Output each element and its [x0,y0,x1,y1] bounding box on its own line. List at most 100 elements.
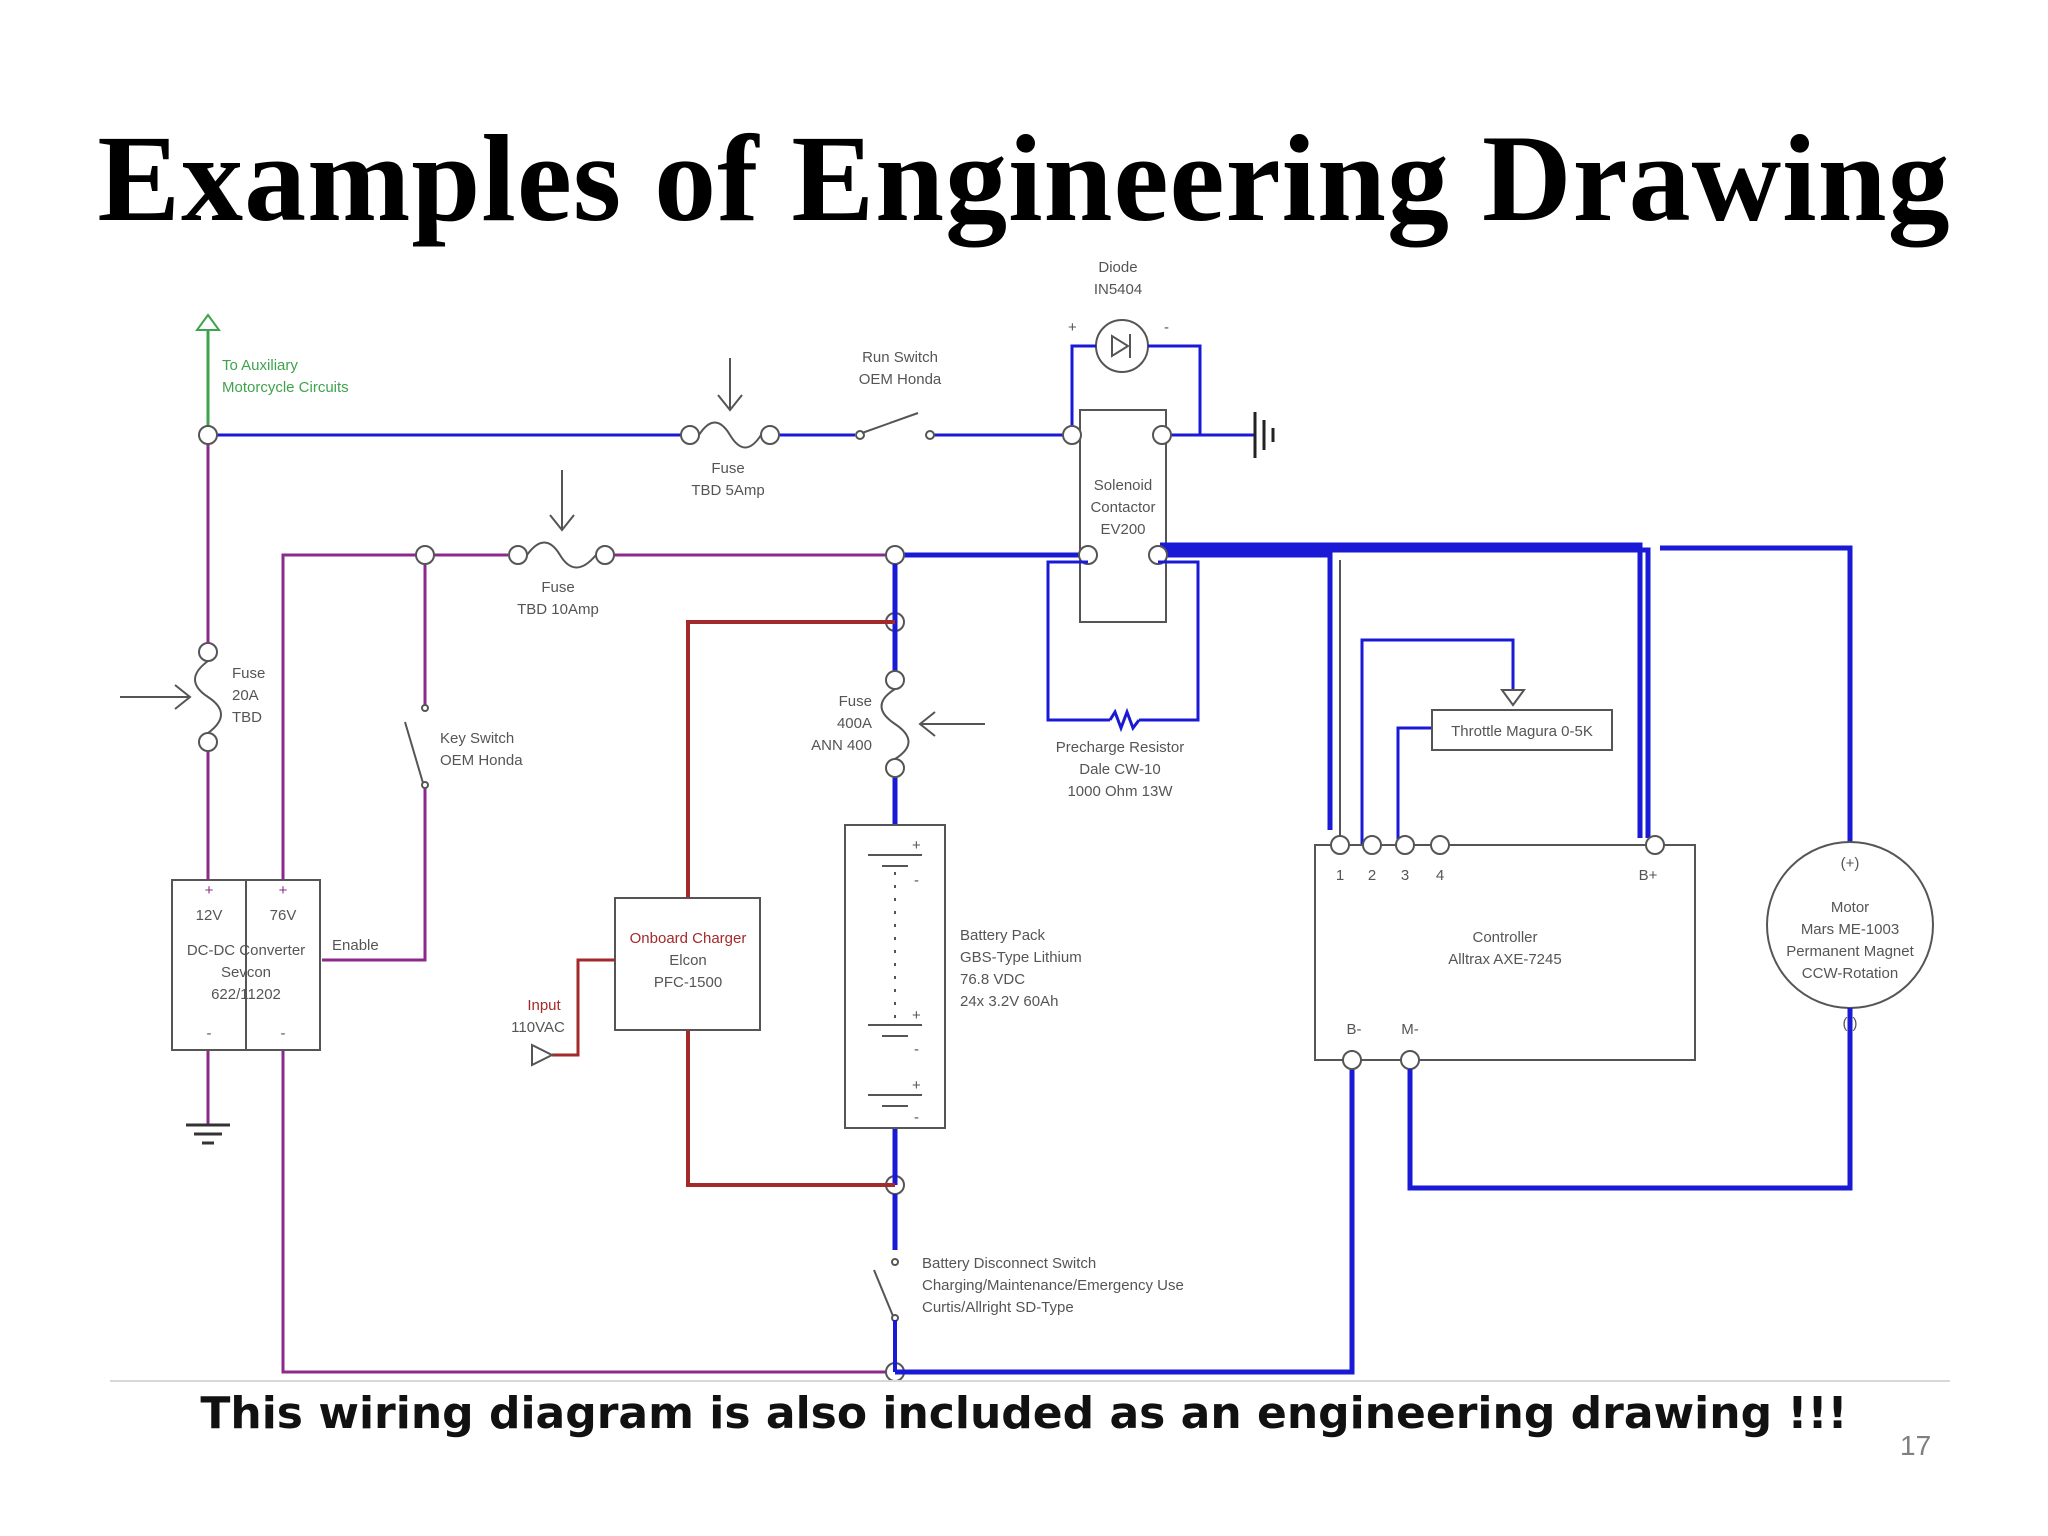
diode-label-line2: IN5404 [1094,281,1142,298]
bus-nodes [198,425,905,1382]
disconnect-switch-symbol [873,1258,899,1322]
fuse-400a-label-line1: Fuse [839,693,872,710]
controller-pin-4: 4 [1436,867,1444,884]
motor-label-line3: Permanent Magnet [1786,943,1914,960]
input-label-line2: 110VAC [511,1019,565,1036]
throttle-label: Throttle Magura 0-5K [1451,723,1593,740]
dcdc-12v-label: 12V [196,907,223,924]
controller-label-line1: Controller [1472,929,1537,946]
page-number: 17 [1900,1430,1932,1461]
precharge-label-line3: 1000 Ohm 13W [1067,783,1173,800]
dcdc-plus-right: + [279,882,288,899]
fuse-5a-symbol [680,358,780,449]
slide-title: Examples of Engineering Drawing [97,110,1951,247]
diode-plus-label: + [1068,319,1077,336]
dcdc-76v-label: 76V [270,907,297,924]
dcdc-minus-left: - [207,1025,212,1042]
battery-label-line3: 76.8 VDC [960,971,1025,988]
motor-label-line2: Mars ME-1003 [1801,921,1899,938]
disconnect-label-line2: Charging/Maintenance/Emergency Use [922,1277,1184,1294]
motor-label-line1: Motor [1831,899,1869,916]
aux-label-line1: To Auxiliary [222,357,298,374]
ac-input-wire [531,958,615,1067]
key-switch-symbol [404,704,429,789]
fuse-5a-label-line1: Fuse [711,460,744,477]
dcdc-label-line3: 622/11202 [211,986,281,1003]
cell-minus-top: - [914,872,919,889]
throttle-wiper-arrow [1500,689,1526,707]
charger-label-line3: PFC-1500 [654,974,722,991]
controller-bminus-label: B- [1347,1021,1362,1038]
motor-label-line4: CCW-Rotation [1802,965,1898,982]
charger-wiring [686,620,895,1187]
controller-pin-nodes [1330,835,1665,1070]
fuse-400a-label-line2: 400A [837,715,872,732]
charger-label-line1: Onboard Charger [630,930,747,947]
fuse-20a-label-line3: TBD [232,709,262,726]
aux-label-line2: Motorcycle Circuits [222,379,349,396]
motor-plus-label: (+) [1841,855,1860,872]
ground-symbol-bottom [186,1123,230,1145]
cell-plus-mid: + [912,1007,921,1024]
input-label-line1: Input [527,997,561,1014]
fuse-10a-symbol [415,470,615,569]
footer-divider [110,1380,1950,1382]
solenoid-label-line1: Solenoid [1094,477,1152,494]
disconnect-label-line1: Battery Disconnect Switch [922,1255,1096,1272]
diode-label-line1: Diode [1098,259,1137,276]
throttle-box [1431,709,1613,751]
ground-symbol-top [1253,412,1275,458]
cell-minus-bottom: - [914,1109,919,1126]
aux-output-arrow [195,313,221,435]
battery-label-line4: 24x 3.2V 60Ah [960,993,1058,1010]
slide-caption: This wiring diagram is also included as … [200,1388,1848,1439]
controller-pin-2: 2 [1368,867,1376,884]
controller-bplus-label: B+ [1639,867,1658,884]
controller-label-line2: Alltrax AXE-7245 [1448,951,1561,968]
onboard-charger-box [614,897,761,1031]
enable-label: Enable [332,937,379,954]
fuse-400a-label-line3: ANN 400 [811,737,872,754]
key-switch-label-line2: OEM Honda [440,752,523,769]
fuse-10a-label-line1: Fuse [541,579,574,596]
precharge-label-line1: Precharge Resistor [1056,739,1184,756]
controller-mminus-label: M- [1401,1021,1419,1038]
dcdc-minus-right: - [281,1025,286,1042]
controller-pin-1: 1 [1336,867,1344,884]
dcdc-converter-box [171,879,321,1051]
battery-label-line2: GBS-Type Lithium [960,949,1082,966]
battery-label-line1: Battery Pack [960,927,1046,944]
cell-minus-mid: - [914,1041,919,1058]
charger-label-line2: Elcon [669,952,707,969]
disconnect-label-line3: Curtis/Allright SD-Type [922,1299,1074,1316]
cell-plus-bottom: + [912,1077,921,1094]
dcdc-label-line1: DC-DC Converter [187,942,305,959]
solenoid-label-line2: Contactor [1090,499,1155,516]
purple-wiring [206,435,895,1374]
solenoid-contactor-box [1079,409,1167,623]
solenoid-label-line3: EV200 [1100,521,1145,538]
fuse-20a-label-line2: 20A [232,687,259,704]
cell-plus-top: + [912,837,921,854]
motor-return-wire [1407,1008,1853,1191]
controller-box [1314,844,1696,1061]
dcdc-plus-left: + [205,882,214,899]
fuse-20a-label-line1: Fuse [232,665,265,682]
fuse-10a-label-line2: TBD 10Amp [517,601,599,618]
dcdc-label-line2: Sevcon [221,964,271,981]
main-positive-bus [895,542,1853,842]
precharge-label-line2: Dale CW-10 [1079,761,1160,778]
run-switch-label-line2: OEM Honda [859,371,942,388]
precharge-resistor [1046,560,1200,733]
diode-symbol [1070,319,1202,437]
key-switch-label-line1: Key Switch [440,730,514,747]
fuse-400a-symbol [880,670,985,778]
battery-cells [868,854,922,1107]
throttle-wiring [1360,638,1515,845]
run-switch-label-line1: Run Switch [862,349,938,366]
battery-pack-box [844,824,946,1129]
fuse-5a-label-line2: TBD 5Amp [691,482,764,499]
battery-bus [892,564,1355,1375]
solenoid-terminals [1062,425,1172,565]
